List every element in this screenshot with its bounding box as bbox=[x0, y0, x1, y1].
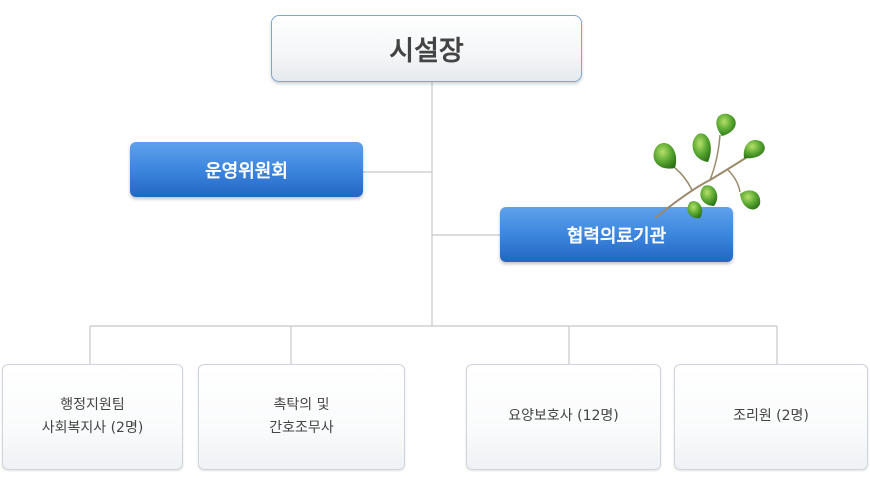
staff-caregiver-node: 요양보호사 (12명) bbox=[466, 364, 661, 470]
committee-label: 운영위원회 bbox=[205, 160, 288, 182]
staff-cook-node: 조리원 (2명) bbox=[674, 364, 868, 470]
leaf-branch-icon bbox=[653, 113, 765, 219]
head-node: 시설장 bbox=[271, 15, 582, 82]
staff-medical-node: 촉탁의 및 간호조무사 bbox=[198, 364, 405, 470]
staff-admin-line2: 사회복지사 (2명) bbox=[41, 420, 144, 436]
staff-cook-label: 조리원 (2명) bbox=[733, 408, 809, 425]
staff-medical-line1: 촉탁의 및 bbox=[273, 396, 330, 413]
head-label: 시설장 bbox=[389, 36, 464, 67]
staff-admin-node: 행정지원팀 사회복지사 (2명) bbox=[2, 364, 183, 470]
committee-node: 운영위원회 bbox=[130, 142, 363, 197]
staff-admin-line1: 행정지원팀 bbox=[60, 396, 125, 413]
staff-caregiver-label: 요양보호사 (12명) bbox=[508, 408, 619, 425]
partner-hospital-label: 협력의료기관 bbox=[566, 225, 667, 247]
staff-medical-line2: 간호조무사 bbox=[269, 420, 334, 436]
